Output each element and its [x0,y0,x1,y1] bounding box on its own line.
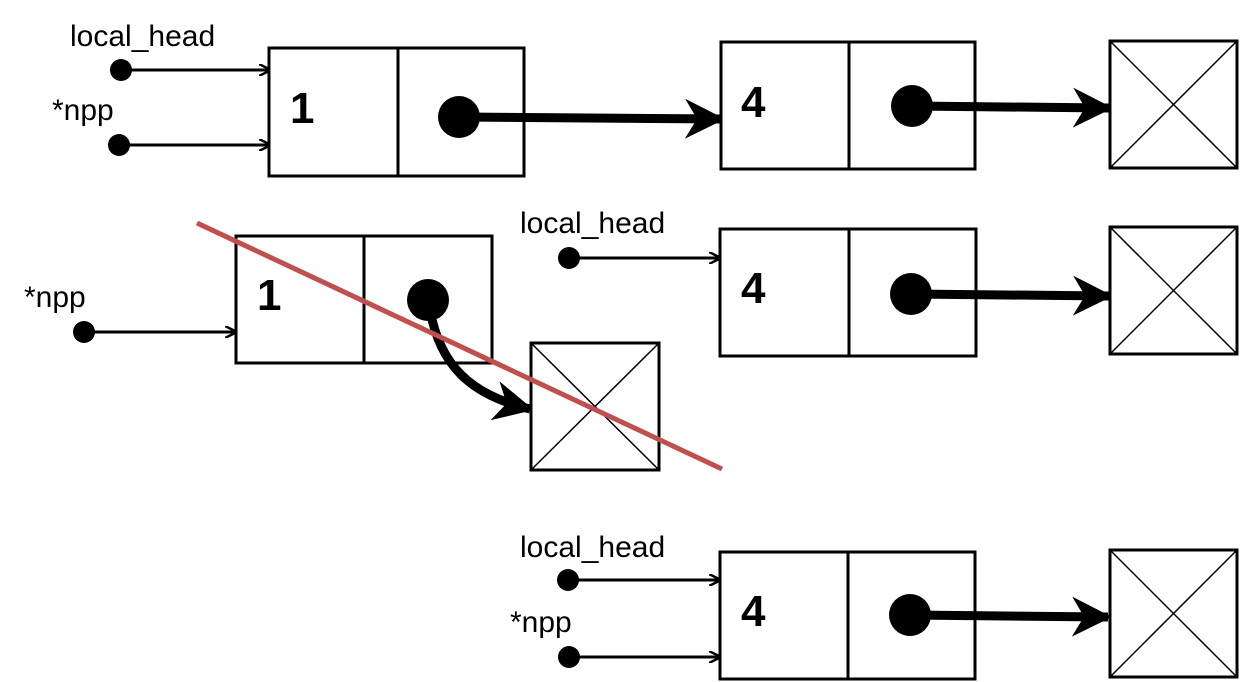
null-box [1108,39,1239,170]
null-cross-line [1109,40,1238,169]
node-value: 4 [741,587,766,636]
npp-label: *npp [52,94,114,127]
null-cross-line [530,342,660,471]
null-box [1108,225,1239,356]
npp-label: *npp [510,606,572,639]
node-value: 1 [257,271,281,320]
null-box [529,341,661,472]
npp-label: *npp [24,281,86,314]
row-1: local_head *npp 1 4 [52,20,1239,178]
row-2: *npp 1 local_head 4 [24,207,1239,472]
next-arrow [909,596,1112,637]
next-arrow [910,275,1113,316]
null-box [1108,548,1239,679]
node-value: 1 [290,84,314,133]
node-value: 4 [741,264,766,313]
local-head-label: local_head [520,531,665,564]
next-arrow-curved [425,309,534,421]
node-1: 1 [267,46,526,178]
next-arrow [911,87,1113,128]
row-3: local_head *npp 4 [510,531,1239,681]
local-head-label: local_head [70,20,215,53]
local-head-label: local_head [520,207,665,240]
next-arrow [458,98,725,139]
null-cross-line [1109,226,1238,355]
node-value: 4 [741,78,766,127]
null-cross-line [1109,549,1238,678]
strike-through-line [195,220,724,472]
next-pointer-dot [407,279,449,321]
